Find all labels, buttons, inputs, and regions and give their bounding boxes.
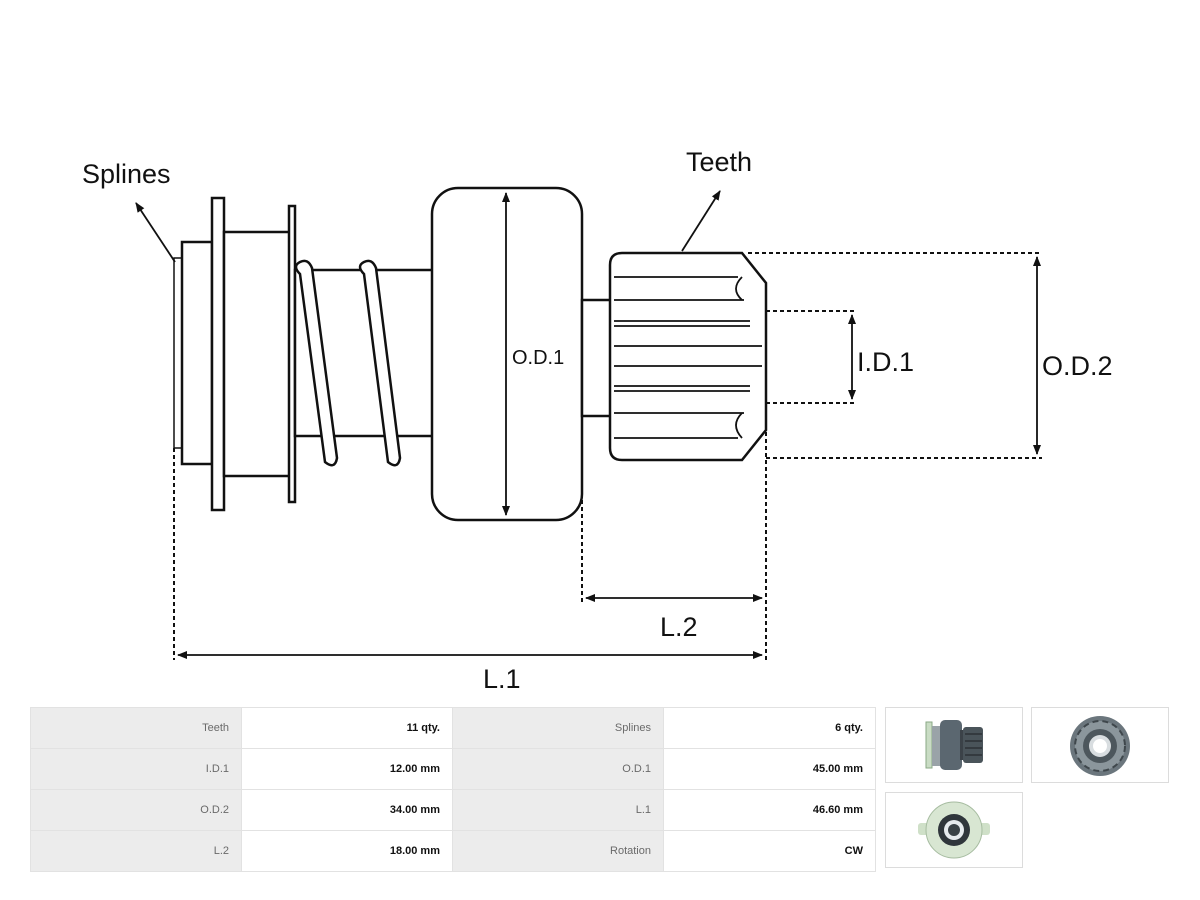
spec-value: 45.00 mm	[663, 748, 876, 790]
pinion-teeth-lines	[614, 276, 762, 439]
l2-label: L.2	[660, 612, 698, 642]
spec-label: O.D.1	[452, 748, 664, 790]
starter-drive-diagram: O.D.1 I.D.1 O.D.2 L.2 L.1 Splines Teeth	[82, 147, 1113, 694]
teeth-leader-arrow	[681, 190, 721, 252]
spline-end-view-icon	[918, 801, 990, 859]
starter-drive-side-view-icon	[925, 720, 983, 770]
spec-label: Splines	[452, 707, 664, 749]
drive-part-outline	[173, 186, 768, 522]
od2-dimension	[748, 252, 1042, 459]
od2-label: O.D.2	[1042, 351, 1113, 381]
spec-value: 34.00 mm	[241, 789, 453, 831]
pinion-teeth-end-view-icon	[1070, 716, 1130, 776]
od1-label: O.D.1	[512, 347, 564, 369]
spec-label: L.1	[452, 789, 664, 831]
spec-label: I.D.1	[30, 748, 242, 790]
spec-value: CW	[663, 830, 876, 872]
table-row: L.2 18.00 mm Rotation CW	[30, 830, 876, 872]
spec-value: 11 qty.	[241, 707, 453, 749]
spec-value: 12.00 mm	[241, 748, 453, 790]
spec-label: O.D.2	[30, 789, 242, 831]
specs-table: Teeth 11 qty. Splines 6 qty. I.D.1 12.00…	[30, 707, 876, 872]
l1-label: L.1	[483, 664, 521, 694]
spec-label: Teeth	[30, 707, 242, 749]
side-view-thumbnail[interactable]	[885, 707, 1023, 783]
teeth-label: Teeth	[686, 147, 752, 177]
id1-dimension	[766, 310, 855, 404]
table-row: O.D.2 34.00 mm L.1 46.60 mm	[30, 789, 876, 831]
spline-end-thumbnail[interactable]	[885, 792, 1023, 868]
table-row: Teeth 11 qty. Splines 6 qty.	[30, 707, 876, 749]
id1-label: I.D.1	[857, 347, 914, 377]
spec-value: 46.60 mm	[663, 789, 876, 831]
pinion-end-thumbnail[interactable]	[1031, 707, 1169, 783]
spec-value: 18.00 mm	[241, 830, 453, 872]
spec-value: 6 qty.	[663, 707, 876, 749]
spec-label: L.2	[30, 830, 242, 872]
splines-label: Splines	[82, 159, 171, 189]
table-row: I.D.1 12.00 mm O.D.1 45.00 mm	[30, 748, 876, 790]
spec-label: Rotation	[452, 830, 664, 872]
splines-leader-arrow	[135, 202, 176, 263]
l2-dimension	[581, 432, 767, 660]
